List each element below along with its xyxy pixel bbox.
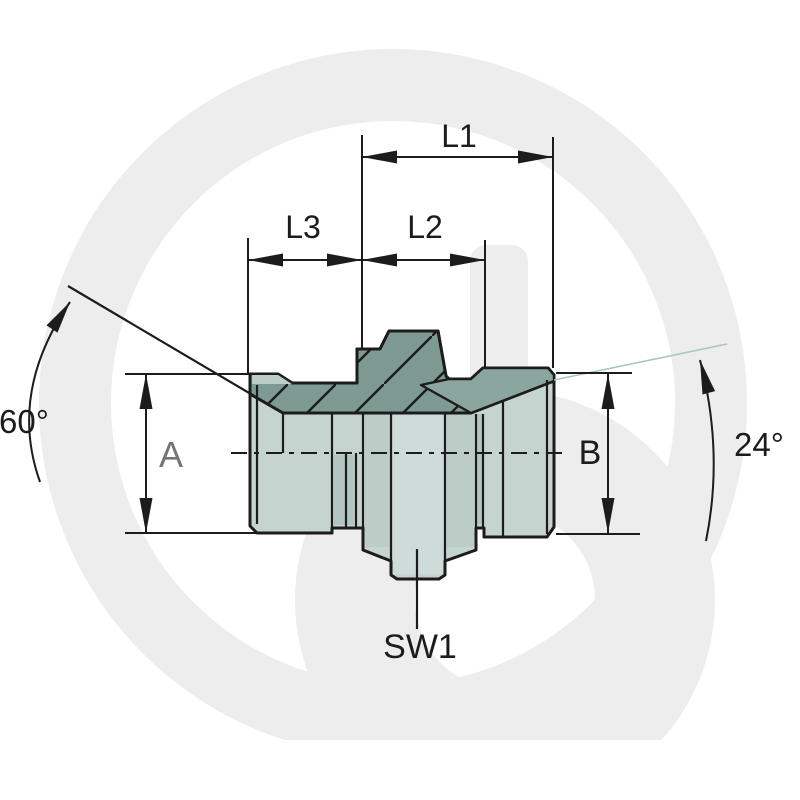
- l3-arrow-left: [248, 253, 283, 267]
- port-face-lip: [252, 375, 292, 384]
- label-sw1: SW1: [383, 628, 457, 666]
- a-arrow-down: [139, 498, 153, 533]
- a-arrow-up: [139, 374, 153, 409]
- label-angle-24: 24°: [734, 426, 784, 463]
- section-hatching: [250, 331, 471, 413]
- b-arrow-up: [601, 374, 615, 409]
- arc-arrowhead-60: [46, 302, 70, 333]
- l2-arrow-right: [450, 253, 485, 267]
- l3-arrow-right: [327, 253, 362, 267]
- dimension-l3-l2: [247, 238, 486, 374]
- hex-center-flat-shade: [393, 414, 443, 574]
- cone-face-wedge: [419, 366, 556, 415]
- right-groove-shade: [477, 414, 482, 524]
- angle-callout-left: [28, 285, 284, 483]
- b-arrow-down: [601, 498, 615, 533]
- labels: L1 L3 L2 A B SW1 60° 24°: [0, 118, 784, 666]
- label-l2: L2: [407, 209, 443, 245]
- dimension-a: [125, 373, 258, 534]
- label-l1: L1: [441, 118, 477, 154]
- hex-left-flat-shade: [365, 414, 389, 547]
- label-b: B: [579, 434, 602, 472]
- l2-arrow-left: [362, 253, 397, 267]
- hex-right-flat-shade: [447, 414, 474, 547]
- label-angle-60: 60°: [0, 403, 49, 440]
- watermark-crop: [0, 740, 800, 800]
- internal-edges: [255, 380, 549, 560]
- arc-arrowhead-24: [700, 360, 716, 395]
- dimension-b: [556, 372, 640, 535]
- label-l3: L3: [285, 209, 321, 245]
- l1-arrow-right: [518, 150, 553, 164]
- thread-relief-shade: [334, 455, 354, 525]
- l1-arrow-left: [362, 150, 397, 164]
- dimension-l1: [361, 135, 554, 368]
- cone-60-line: [67, 285, 284, 414]
- label-a: A: [159, 434, 183, 475]
- body-shading: [334, 414, 482, 574]
